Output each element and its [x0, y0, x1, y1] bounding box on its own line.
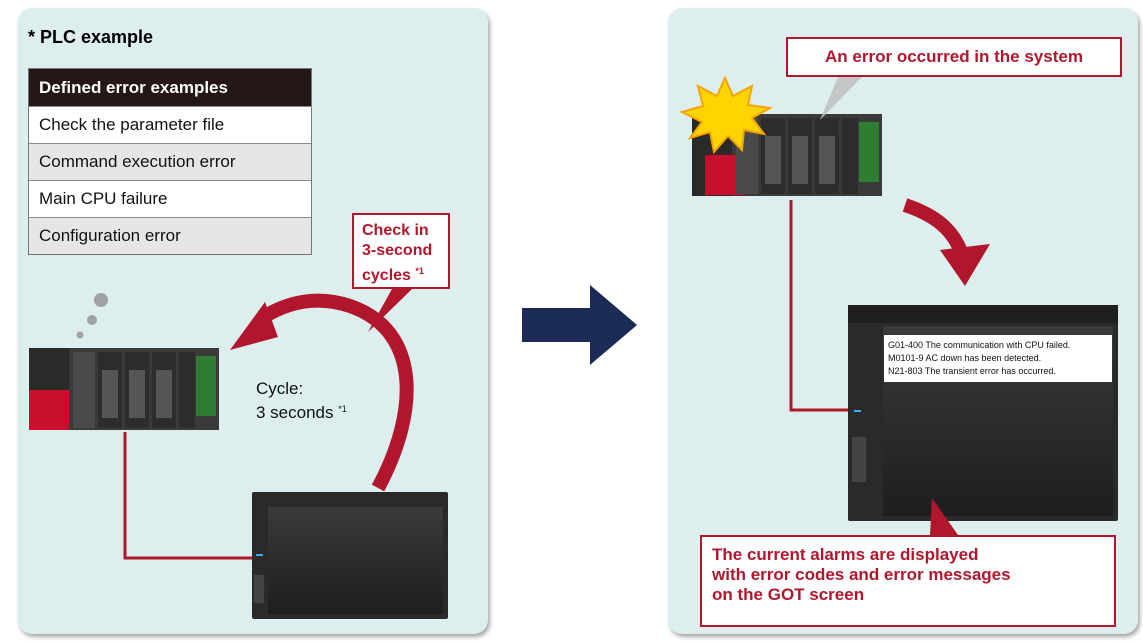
table-row: Check the parameter file: [29, 106, 311, 143]
got-message-line: G01-400 The communication with CPU faile…: [888, 340, 1070, 350]
got-terminal-icon: [252, 492, 448, 619]
plc-unit-error-icon: [692, 114, 882, 196]
cycle-label-line: 3 seconds: [256, 403, 334, 422]
callout-line: The current alarms are displayed: [712, 545, 979, 564]
thought-bubbles-icon: [76, 293, 108, 339]
cycle-arrow-icon: [230, 293, 414, 492]
table-header: Defined error examples: [29, 69, 311, 106]
footnote-mark: *1: [338, 404, 347, 414]
plc-unit-icon: [29, 348, 219, 430]
got-message-line: N21-803 The transient error has occurred…: [888, 366, 1056, 376]
error-occurred-callout: An error occurred in the system: [786, 37, 1122, 77]
panel-title: * PLC example: [28, 27, 154, 47]
plc-got-cable-right: [789, 200, 848, 412]
callout-line: 3-second: [362, 242, 433, 259]
callout-pointer: [368, 289, 412, 332]
check-cycle-callout: Check in 3-second cycles *1: [352, 213, 450, 289]
callout-pointer-error: [820, 77, 862, 120]
callout-line: on the GOT screen: [712, 585, 865, 604]
callout-pointer-alarm: [930, 498, 958, 535]
callout-line: Check in: [362, 222, 429, 239]
cycle-label-line: Cycle:: [256, 379, 304, 398]
alarm-display-callout: The current alarms are displayed with er…: [700, 535, 1116, 627]
explosion-icon: [679, 75, 774, 155]
transition-arrow-icon: [522, 285, 637, 365]
callout-line: cycles: [362, 267, 411, 284]
footnote-mark: *1: [415, 266, 424, 276]
plc-got-cable: [123, 432, 252, 560]
table-row: Main CPU failure: [29, 180, 311, 217]
cycle-label: Cycle: 3 seconds *1: [256, 379, 347, 423]
defined-errors-table: Defined error examples Check the paramet…: [28, 68, 312, 255]
table-row: Configuration error: [29, 217, 311, 254]
got-message-line: M0101-9 AC down has been detected.: [888, 353, 1041, 363]
callout-line: with error codes and error messages: [712, 565, 1011, 584]
down-arrow-icon: [902, 198, 990, 286]
table-row: Command execution error: [29, 143, 311, 180]
got-terminal-large-icon: [848, 305, 1118, 521]
